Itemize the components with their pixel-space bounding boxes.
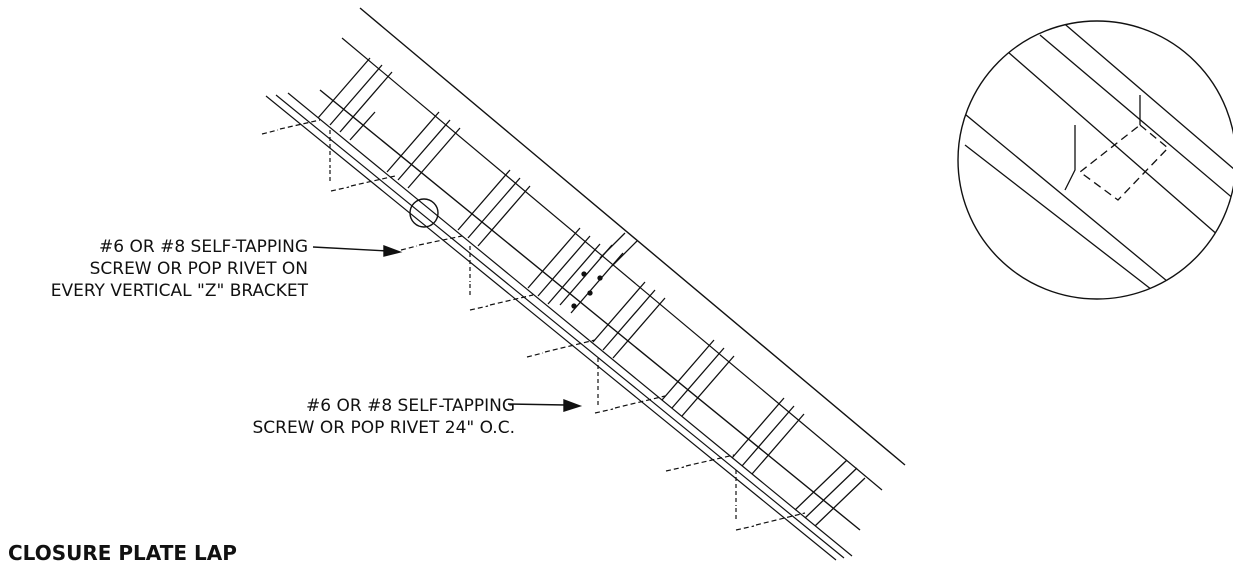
arrowhead-1	[383, 244, 403, 257]
closure-plate-joint	[599, 232, 638, 267]
detail-hidden-plate	[1078, 124, 1169, 201]
bottom-rail-line-4	[319, 89, 861, 531]
rivet-dot	[597, 275, 603, 281]
arrowhead-2	[563, 398, 583, 412]
screw	[469, 294, 534, 311]
z-bracket	[661, 339, 735, 417]
z-bracket	[386, 111, 461, 189]
z-bracket	[794, 459, 866, 527]
screw	[330, 175, 396, 192]
callout-line: SCREW OR POP RIVET 24" O.C.	[252, 418, 515, 438]
screw	[665, 454, 735, 472]
detail-rail-line	[1059, 21, 1233, 171]
callout-line: #6 OR #8 SELF-TAPPING	[306, 396, 515, 416]
detail-view	[957, 20, 1233, 300]
z-brackets	[317, 57, 866, 527]
screw	[261, 119, 321, 135]
rivet-dot	[587, 290, 593, 296]
drawing-title: CLOSURE PLATE LAP	[8, 541, 237, 565]
leader-line-1	[312, 246, 389, 252]
parallel-rails	[265, 7, 906, 561]
bottom-rail-line	[265, 95, 837, 561]
screw-callout-24-oc: #6 OR #8 SELF-TAPPING SCREW OR POP RIVET…	[252, 395, 515, 439]
z-bracket	[731, 397, 805, 475]
callout-line: SCREW OR POP RIVET ON	[89, 259, 308, 279]
detail-marker-circle	[409, 198, 439, 228]
rivet-dot	[571, 303, 577, 309]
detail-rail-line	[959, 109, 1191, 299]
screw	[735, 512, 806, 531]
screw	[594, 395, 666, 414]
callout-line: EVERY VERTICAL "Z" BRACKET	[50, 281, 308, 301]
leader-line-2	[507, 403, 567, 406]
leader-arrows	[312, 244, 583, 412]
callout-line: #6 OR #8 SELF-TAPPING	[99, 237, 308, 257]
screw	[400, 235, 463, 251]
bottom-rail-line-3	[287, 92, 853, 557]
z-bracket	[527, 227, 601, 305]
screw	[526, 339, 596, 358]
z-bracket	[457, 169, 531, 247]
detail-circle	[957, 20, 1233, 300]
detail-rail-line	[964, 144, 1166, 299]
top-rail-line-inner	[341, 37, 883, 491]
detail-rail-line	[1039, 34, 1233, 201]
rivet-dot	[581, 271, 587, 277]
detail-rail-line	[999, 44, 1233, 251]
bottom-rail-line-2	[275, 94, 845, 559]
z-bracket	[592, 281, 666, 359]
z-bracket	[317, 57, 393, 141]
detail-lap-edge	[1064, 95, 1141, 191]
top-rail-line	[359, 7, 906, 466]
screws	[261, 119, 806, 531]
screw-callout-z-bracket: #6 OR #8 SELF-TAPPING SCREW OR POP RIVET…	[51, 236, 308, 302]
